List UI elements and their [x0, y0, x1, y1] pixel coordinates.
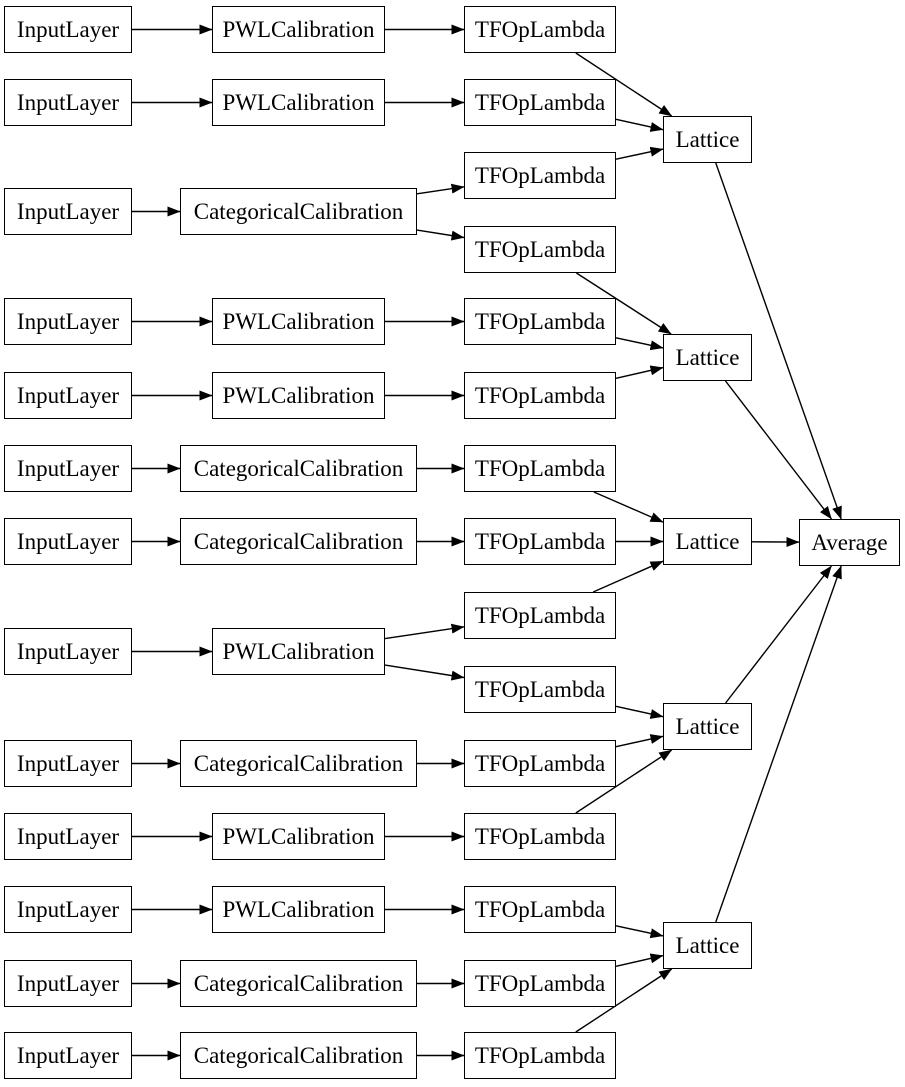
node-input-9: InputLayer	[4, 740, 132, 787]
edge-lattice-4-to-average	[725, 565, 832, 704]
edge-pwl-5-to-lambda-10	[384, 664, 465, 681]
edge-lambda-15-to-lattice-5	[575, 968, 673, 1033]
node-lambda-5: TFOpLambda	[464, 298, 616, 345]
node-lattice-1: Lattice	[663, 116, 752, 163]
node-lambda-10: TFOpLambda	[464, 666, 616, 713]
node-input-12: InputLayer	[4, 960, 132, 1007]
node-input-1: InputLayer	[4, 6, 132, 53]
node-average: Average	[799, 519, 900, 566]
edge-lattice-5-to-average	[715, 565, 842, 923]
edge-cat-1-to-lambda-3	[416, 183, 465, 195]
edge-lambda-6-to-lattice-2	[615, 365, 664, 379]
node-cat-3: CategoricalCalibration	[180, 518, 417, 565]
node-lambda-1: TFOpLambda	[464, 6, 616, 53]
edge-lambda-7-to-lattice-3	[593, 491, 664, 523]
node-cat-5: CategoricalCalibration	[180, 960, 417, 1007]
edge-lambda-2-to-lattice-1	[615, 118, 664, 132]
node-lambda-4: TFOpLambda	[464, 226, 616, 273]
node-input-2: InputLayer	[4, 79, 132, 126]
node-lattice-4: Lattice	[663, 703, 752, 750]
node-pwl-7: PWLCalibration	[212, 886, 385, 933]
edge-pwl-5-to-lambda-9	[384, 623, 465, 640]
node-lattice-3: Lattice	[663, 518, 752, 565]
node-lambda-14: TFOpLambda	[464, 960, 616, 1007]
node-input-4: InputLayer	[4, 298, 132, 345]
node-lambda-12: TFOpLambda	[464, 813, 616, 860]
node-input-10: InputLayer	[4, 813, 132, 860]
node-cat-2: CategoricalCalibration	[180, 445, 417, 492]
edge-cat-1-to-lambda-4	[416, 229, 465, 241]
node-pwl-4: PWLCalibration	[212, 372, 385, 419]
node-input-11: InputLayer	[4, 886, 132, 933]
node-cat-6: CategoricalCalibration	[180, 1032, 417, 1079]
edge-lambda-1-to-lattice-1	[575, 52, 673, 117]
edge-lambda-12-to-lattice-4	[575, 749, 673, 814]
node-input-7: InputLayer	[4, 518, 132, 565]
node-lambda-15: TFOpLambda	[464, 1032, 616, 1079]
node-pwl-6: PWLCalibration	[212, 813, 385, 860]
node-lambda-3: TFOpLambda	[464, 152, 616, 199]
node-input-8: InputLayer	[4, 628, 132, 675]
node-cat-4: CategoricalCalibration	[180, 740, 417, 787]
edge-lambda-9-to-lattice-3	[592, 560, 664, 593]
edge-lambda-14-to-lattice-5	[615, 953, 664, 967]
node-input-5: InputLayer	[4, 372, 132, 419]
node-lambda-13: TFOpLambda	[464, 886, 616, 933]
node-lambda-2: TFOpLambda	[464, 79, 616, 126]
node-cat-1: CategoricalCalibration	[180, 188, 417, 235]
edge-lambda-11-to-lattice-4	[615, 734, 664, 748]
edge-lambda-5-to-lattice-2	[615, 337, 664, 351]
node-lambda-8: TFOpLambda	[464, 518, 616, 565]
node-pwl-1: PWLCalibration	[212, 6, 385, 53]
node-input-13: InputLayer	[4, 1032, 132, 1079]
node-lattice-5: Lattice	[663, 922, 752, 969]
node-pwl-5: PWLCalibration	[212, 628, 385, 675]
node-pwl-2: PWLCalibration	[212, 79, 385, 126]
node-lambda-11: TFOpLambda	[464, 740, 616, 787]
node-lambda-6: TFOpLambda	[464, 372, 616, 419]
edge-lambda-4-to-lattice-2	[576, 272, 672, 335]
node-lambda-9: TFOpLambda	[464, 592, 616, 639]
edge-lambda-13-to-lattice-5	[615, 925, 664, 939]
edge-lattice-2-to-average	[724, 380, 833, 520]
edge-lattice-1-to-average	[715, 162, 842, 520]
node-pwl-3: PWLCalibration	[212, 298, 385, 345]
node-lambda-7: TFOpLambda	[464, 445, 616, 492]
edge-lambda-10-to-lattice-4	[615, 705, 664, 719]
edge-lambda-3-to-lattice-1	[615, 146, 664, 160]
node-input-3: InputLayer	[4, 188, 132, 235]
node-lattice-2: Lattice	[663, 334, 752, 381]
node-input-6: InputLayer	[4, 445, 132, 492]
